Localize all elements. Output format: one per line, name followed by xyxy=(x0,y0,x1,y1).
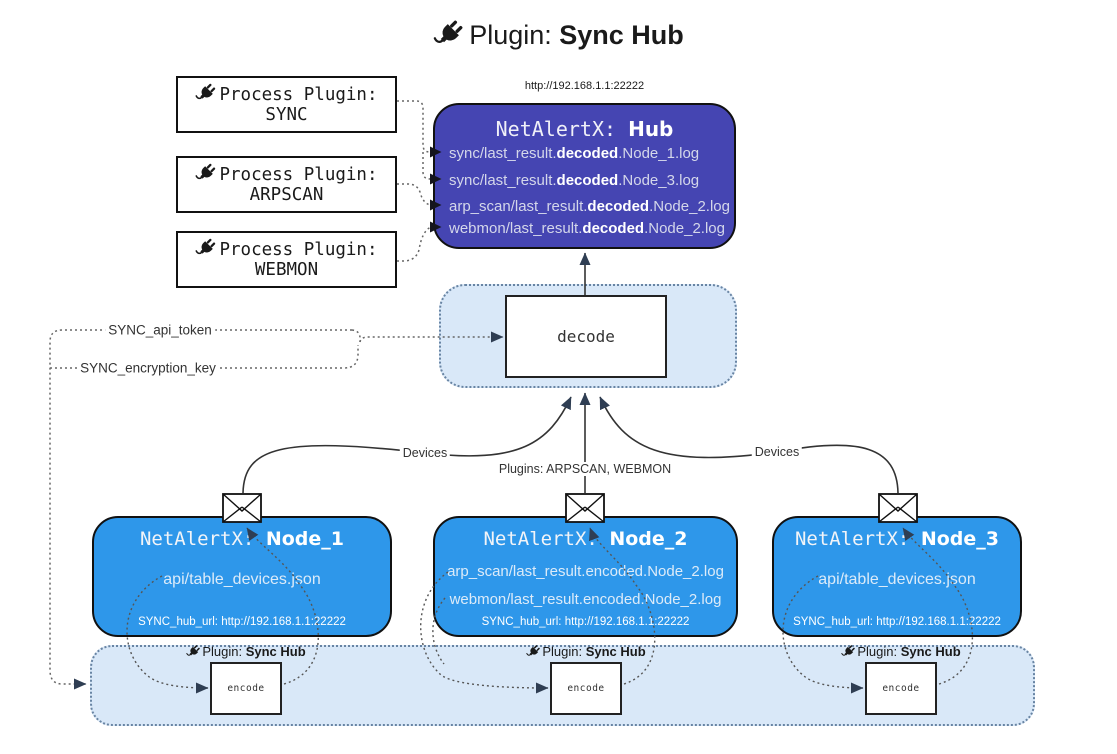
encoder-label-2: Plugin: Sync Hub xyxy=(486,644,686,659)
node-title: NetAlertX: Node_2 xyxy=(483,528,688,550)
process-plugin-sync: Process Plugin: SYNC xyxy=(176,76,397,133)
hub-node: NetAlertX: Hub sync/last_result.decoded.… xyxy=(433,103,736,249)
node-title: NetAlertX: Node_1 xyxy=(139,528,344,550)
plugin-name: SYNC xyxy=(265,105,308,125)
edge-label-sync-encryption-key: SYNC_encryption_key xyxy=(77,360,219,376)
hub-url-label: http://192.168.1.1:22222 xyxy=(524,80,645,92)
node-file: api/table_devices.json xyxy=(818,571,976,588)
node-hub-url: SYNC_hub_url: http://192.168.1.1:22222 xyxy=(481,616,690,628)
node-file: arp_scan/last_result.encoded.Node_2.log xyxy=(447,563,724,580)
plug-icon xyxy=(526,644,541,659)
edge-label-sync-api-token: SYNC_api_token xyxy=(105,322,215,338)
plugin-name: WEBMON xyxy=(254,260,319,280)
hub-log-line: arp_scan/last_result.decoded.Node_2.log xyxy=(449,198,730,215)
node-hub-url: SYNC_hub_url: http://192.168.1.1:22222 xyxy=(138,616,346,628)
encode-box-2: encode xyxy=(550,662,622,715)
plug-icon xyxy=(195,82,217,104)
node-3: NetAlertX: Node_3 api/table_devices.json… xyxy=(772,516,1022,637)
node-file: webmon/last_result.encoded.Node_2.log xyxy=(449,591,722,608)
page-title: Plugin: Sync Hub xyxy=(0,18,1117,51)
encoder-label-3: Plugin: Sync Hub xyxy=(801,644,1001,659)
decode-box: decode xyxy=(505,295,667,378)
node-hub-url: SYNC_hub_url: http://192.168.1.1:22222 xyxy=(793,616,1001,628)
node-2: NetAlertX: Node_2 arp_scan/last_result.e… xyxy=(433,516,738,637)
edge-label-plugins-mid: Plugins: ARPSCAN, WEBMON xyxy=(495,462,675,476)
plug-icon xyxy=(433,18,465,50)
node-title: NetAlertX: Node_3 xyxy=(794,528,999,550)
page-title-prefix: Plugin: xyxy=(469,20,560,50)
plug-icon xyxy=(841,644,856,659)
plug-icon xyxy=(195,162,217,184)
encode-box-1: encode xyxy=(210,662,282,715)
hub-log-line: sync/last_result.decoded.Node_3.log xyxy=(449,172,700,189)
plug-icon xyxy=(186,644,201,659)
edge-label-devices-left: Devices xyxy=(399,446,451,460)
hub-title: NetAlertX: Hub xyxy=(495,117,674,141)
encode-box-3: encode xyxy=(865,662,937,715)
plugin-name: ARPSCAN xyxy=(249,185,324,205)
node-to-decode-edges xyxy=(242,392,899,494)
page-title-name: Sync Hub xyxy=(559,20,684,50)
hub-log-line: webmon/last_result.decoded.Node_2.log xyxy=(449,220,725,237)
hub-log-line: sync/last_result.decoded.Node_1.log xyxy=(449,145,700,162)
process-plugin-arpscan: Process Plugin: ARPSCAN xyxy=(176,156,397,213)
node-1: NetAlertX: Node_1 api/table_devices.json… xyxy=(92,516,392,637)
edge-label-devices-right: Devices xyxy=(751,445,803,459)
plug-icon xyxy=(195,237,217,259)
process-plugin-webmon: Process Plugin: WEBMON xyxy=(176,231,397,288)
node-file: api/table_devices.json xyxy=(163,571,321,588)
encoder-label-1: Plugin: Sync Hub xyxy=(146,644,346,659)
